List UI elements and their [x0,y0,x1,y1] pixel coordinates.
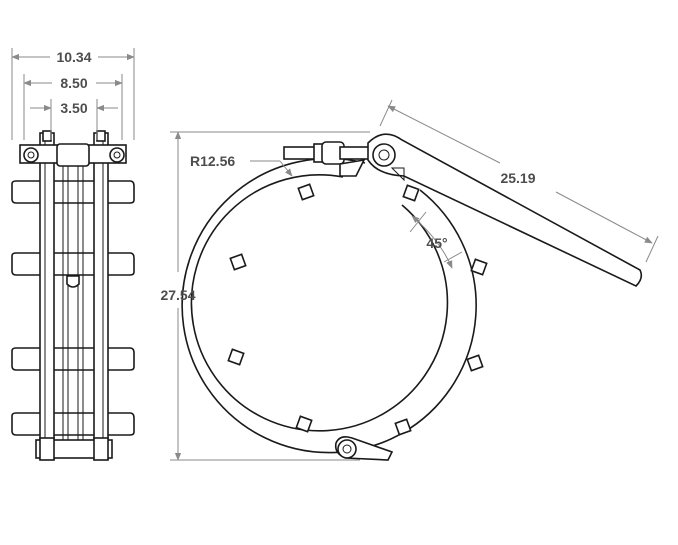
side-ring-segments [11,180,135,436]
side-bottom-hardware [35,437,113,461]
handle-lever [367,133,643,287]
side-top-hardware [19,130,127,167]
top-latch [283,141,371,177]
dim-radius-label: R12.56 [190,153,235,169]
dim-height-label: 27.54 [160,287,195,303]
dim-handle-length: 25.19 [379,99,659,263]
ring-pads [227,183,488,436]
dim-angle-label: 45° [426,235,447,251]
dim-inner-width-label: 8.50 [60,75,87,91]
clamp-ring [181,157,477,454]
dim-center-width: 3.50 [30,99,118,140]
dim-overall-width: 10.34 [11,48,135,140]
side-view: 10.34 8.50 3.50 [11,48,135,461]
dim-overall-width-label: 10.34 [56,49,91,65]
dim-height: 27.54 [160,131,370,461]
dim-inner-width: 8.50 [23,74,123,140]
dim-radius: R12.56 [190,153,293,177]
front-view: 27.54 R12.56 25.19 45° [160,99,659,461]
bottom-hinge [334,436,394,461]
dim-angle: 45° [409,211,463,269]
side-center-shaft [62,164,84,456]
dim-center-width-label: 3.50 [60,100,87,116]
dim-handle-length-label: 25.19 [500,170,535,186]
